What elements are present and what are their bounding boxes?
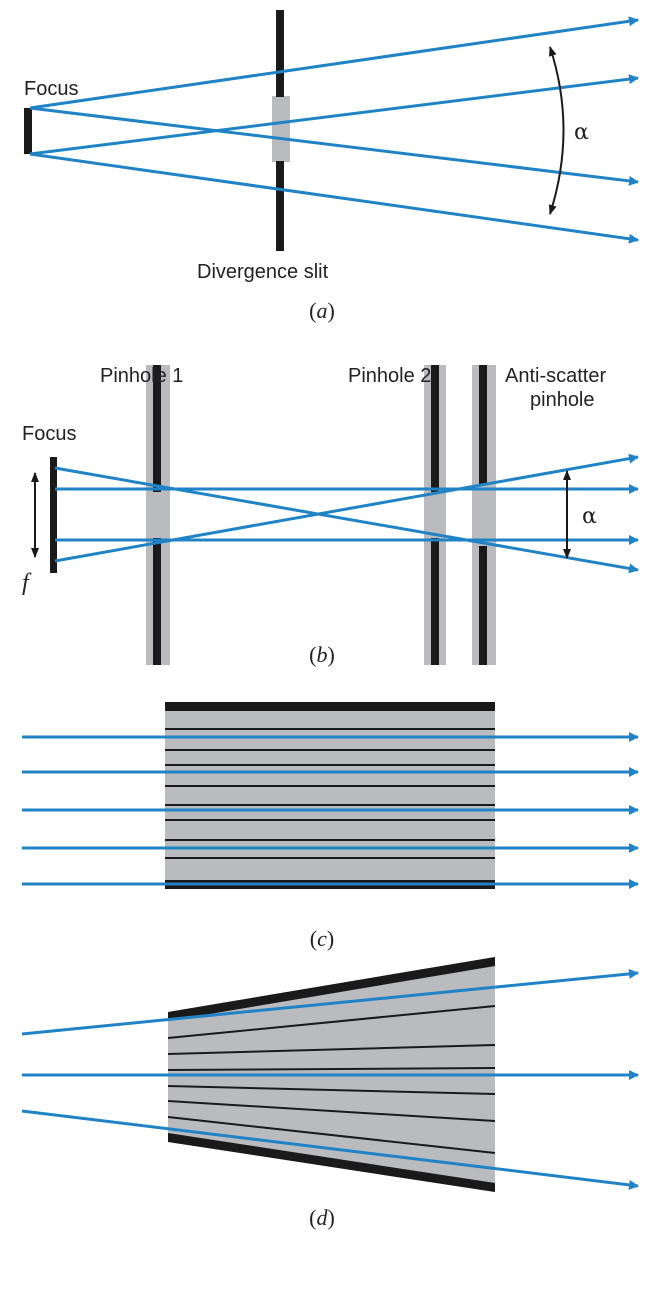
foil-d [167, 1100, 496, 1122]
tapered-collimator-top-plate [168, 957, 495, 1021]
caption-b: (b) [309, 642, 335, 667]
antiscatter-label-line2: pinhole [530, 389, 595, 411]
foil-d [167, 1044, 496, 1055]
ray-d-3 [21, 1109, 639, 1190]
foil-d [167, 1116, 496, 1154]
caption-c: (c) [310, 926, 334, 951]
ray-a-3 [29, 74, 639, 156]
divergence-slit-blade-bottom [276, 161, 284, 251]
panel-b: Pinhole 1 Pinhole 2 Anti-scatter pinhole… [22, 365, 639, 667]
pinhole-2-blade-top [431, 365, 439, 492]
tapered-collimator-bottom-plate [168, 1133, 495, 1192]
ray-b-4 [54, 453, 639, 563]
antiscatter-blade-bottom [479, 546, 487, 665]
ray-a-4 [29, 152, 639, 244]
caption-a: (a) [309, 298, 335, 323]
caption-d: (d) [309, 1205, 335, 1230]
pinhole-2-blade-bottom [431, 538, 439, 665]
divergence-slit-blade-top [276, 10, 284, 97]
divergence-slit-label: Divergence slit [197, 261, 329, 283]
rays-a [29, 16, 639, 244]
antiscatter-blade-top [479, 365, 487, 485]
parallel-collimator-foils [165, 728, 495, 859]
rays-d [21, 968, 639, 1190]
focus-source-b [50, 457, 57, 573]
ray-d-1 [21, 968, 639, 1036]
divergence-slit-aperture [272, 96, 290, 162]
pinhole-2-label: Pinhole 2 [348, 365, 431, 387]
parallel-collimator-body [165, 702, 495, 889]
focus-label-a: Focus [24, 78, 78, 100]
ray-a-1 [29, 16, 639, 110]
panel-a: Focus α Divergence slit (a) [24, 10, 639, 323]
foil-d [167, 1005, 496, 1039]
tapered-collimator-foils [167, 1005, 496, 1154]
focus-source [24, 108, 32, 154]
panel-c: (c) [22, 702, 639, 951]
rays-c [22, 732, 639, 889]
divergence-angle-arc [548, 46, 565, 215]
parallel-collimator-top-plate [165, 702, 495, 711]
angle-label-a: α [574, 120, 589, 145]
pinhole-2-aperture [424, 365, 446, 665]
angle-label-b: α [582, 504, 597, 529]
foil-d [167, 1085, 496, 1095]
pinhole-1-blade-top [153, 365, 161, 492]
focal-size-label: f [22, 570, 32, 596]
ray-a-2 [29, 106, 639, 186]
pinhole-1-blade-bottom [153, 538, 161, 665]
focus-label-b: Focus [22, 423, 76, 445]
antiscatter-label-line1: Anti-scatter [505, 365, 606, 387]
panel-d: (d) [21, 957, 639, 1230]
pinhole-1-label: Pinhole 1 [100, 365, 183, 387]
foil-d [167, 1067, 496, 1071]
ray-b-3 [54, 466, 639, 574]
rays-b [54, 453, 639, 574]
